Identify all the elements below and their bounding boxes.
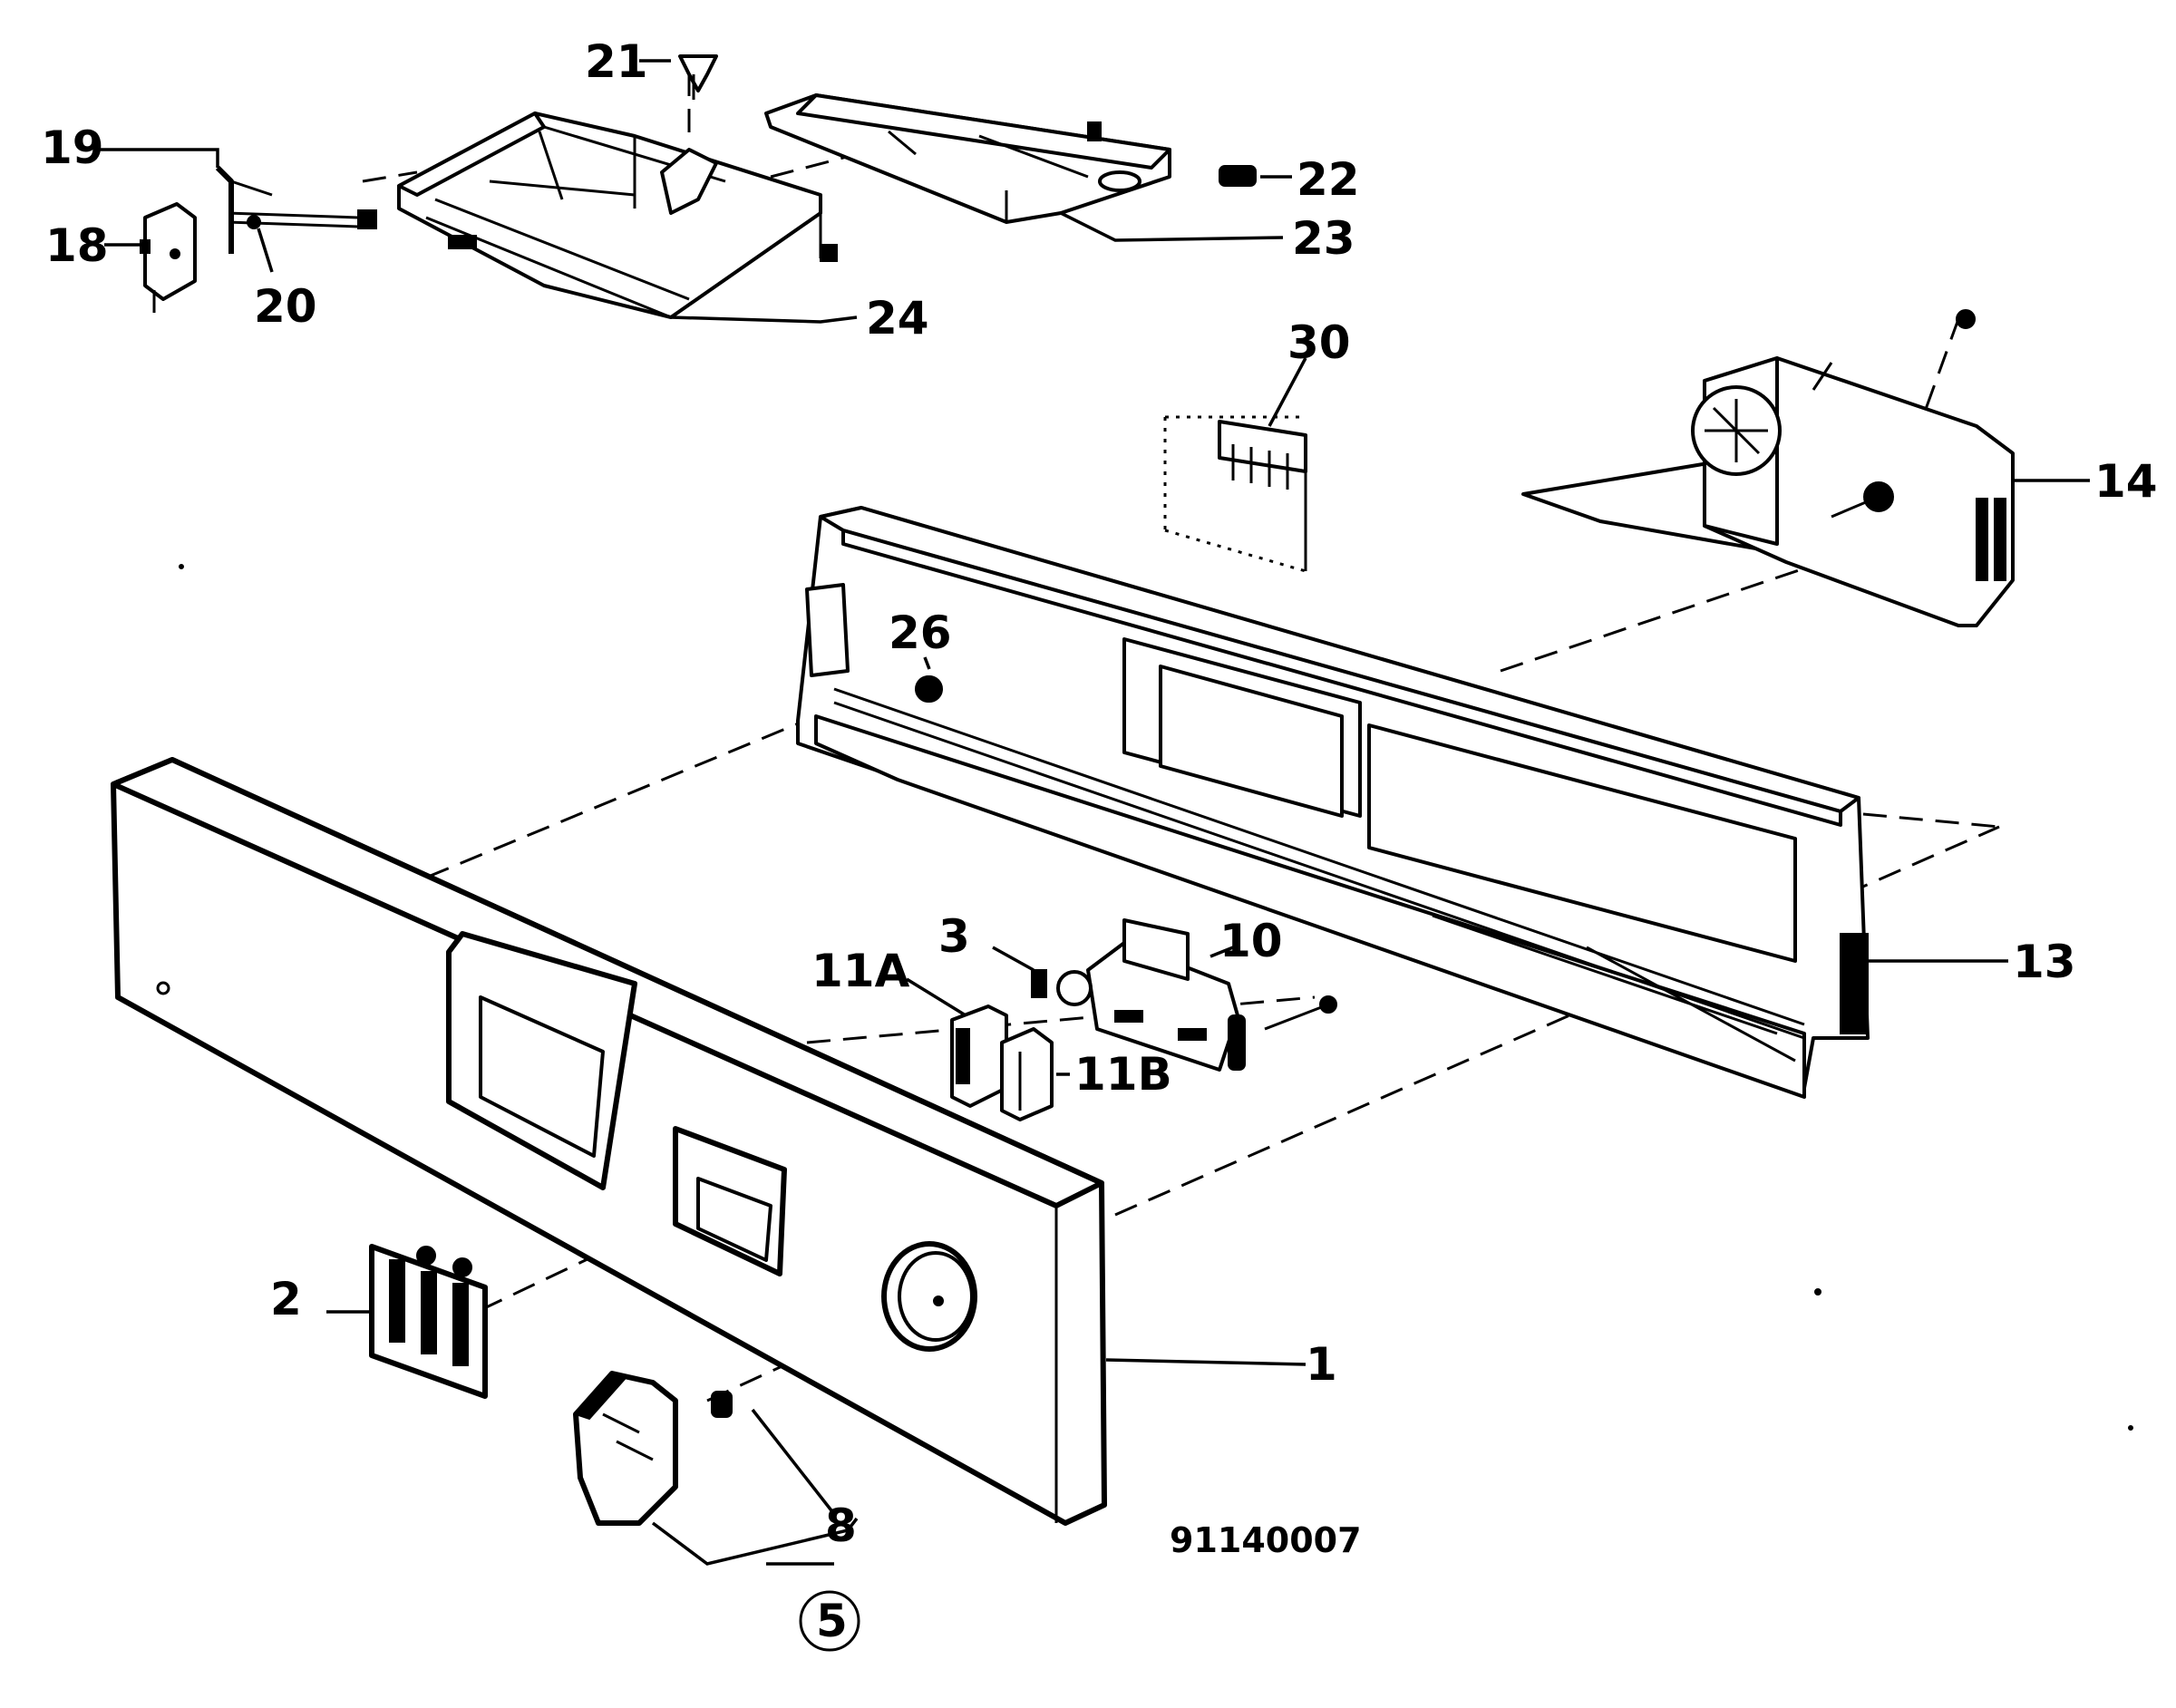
label-26: 26 [889, 607, 952, 659]
part-11a-switch [950, 1004, 1008, 1108]
callout-labels: 1 2 3 5 8 10 11A 11B 13 14 18 19 20 21 2… [41, 35, 2158, 1652]
scan-specks [179, 564, 2133, 1431]
label-18: 18 [45, 219, 109, 272]
part-18-switch [140, 202, 197, 313]
part-30-connector [1218, 420, 1307, 571]
part-1-front-panel [111, 757, 1107, 1526]
label-22: 22 [1297, 153, 1360, 206]
part-19-lever [215, 165, 273, 254]
label-13: 13 [2013, 936, 2076, 988]
part-24-upper-bracket [226, 112, 838, 319]
part-8-knob-insert [711, 1391, 733, 1418]
label-2: 2 [270, 1273, 302, 1325]
drawing-number: 91140007 [1170, 1520, 1362, 1560]
label-11b: 11B [1074, 1048, 1172, 1101]
part-2-switch-block [369, 1244, 488, 1399]
label-3: 3 [938, 910, 970, 963]
part-23-top-cover [764, 93, 1171, 224]
label-24: 24 [866, 292, 929, 345]
label-5-circle [799, 1590, 860, 1652]
label-23: 23 [1292, 212, 1355, 265]
part-11b-switch [1000, 1027, 1054, 1121]
label-20: 20 [254, 280, 317, 333]
part-20-spring [247, 215, 261, 229]
part-26-screw [916, 675, 943, 703]
label-5: 5 [816, 1595, 848, 1647]
part-13-control-frame [796, 506, 1870, 1099]
leader-lines [100, 59, 2090, 1566]
label-1: 1 [1306, 1338, 1337, 1391]
part-14-timer [1521, 309, 2015, 627]
label-19: 19 [41, 121, 104, 174]
label-14: 14 [2094, 455, 2158, 508]
part-5-knob [573, 1371, 678, 1526]
label-21: 21 [585, 35, 648, 88]
part-10-switch-bracket [1056, 918, 1337, 1072]
part-21-fastener [678, 54, 718, 100]
label-10: 10 [1219, 915, 1283, 967]
part-3-screw [1031, 969, 1047, 998]
label-11a: 11A [811, 945, 910, 997]
part-22-screw [1219, 165, 1257, 187]
label-30: 30 [1287, 316, 1351, 369]
label-8: 8 [825, 1499, 857, 1552]
